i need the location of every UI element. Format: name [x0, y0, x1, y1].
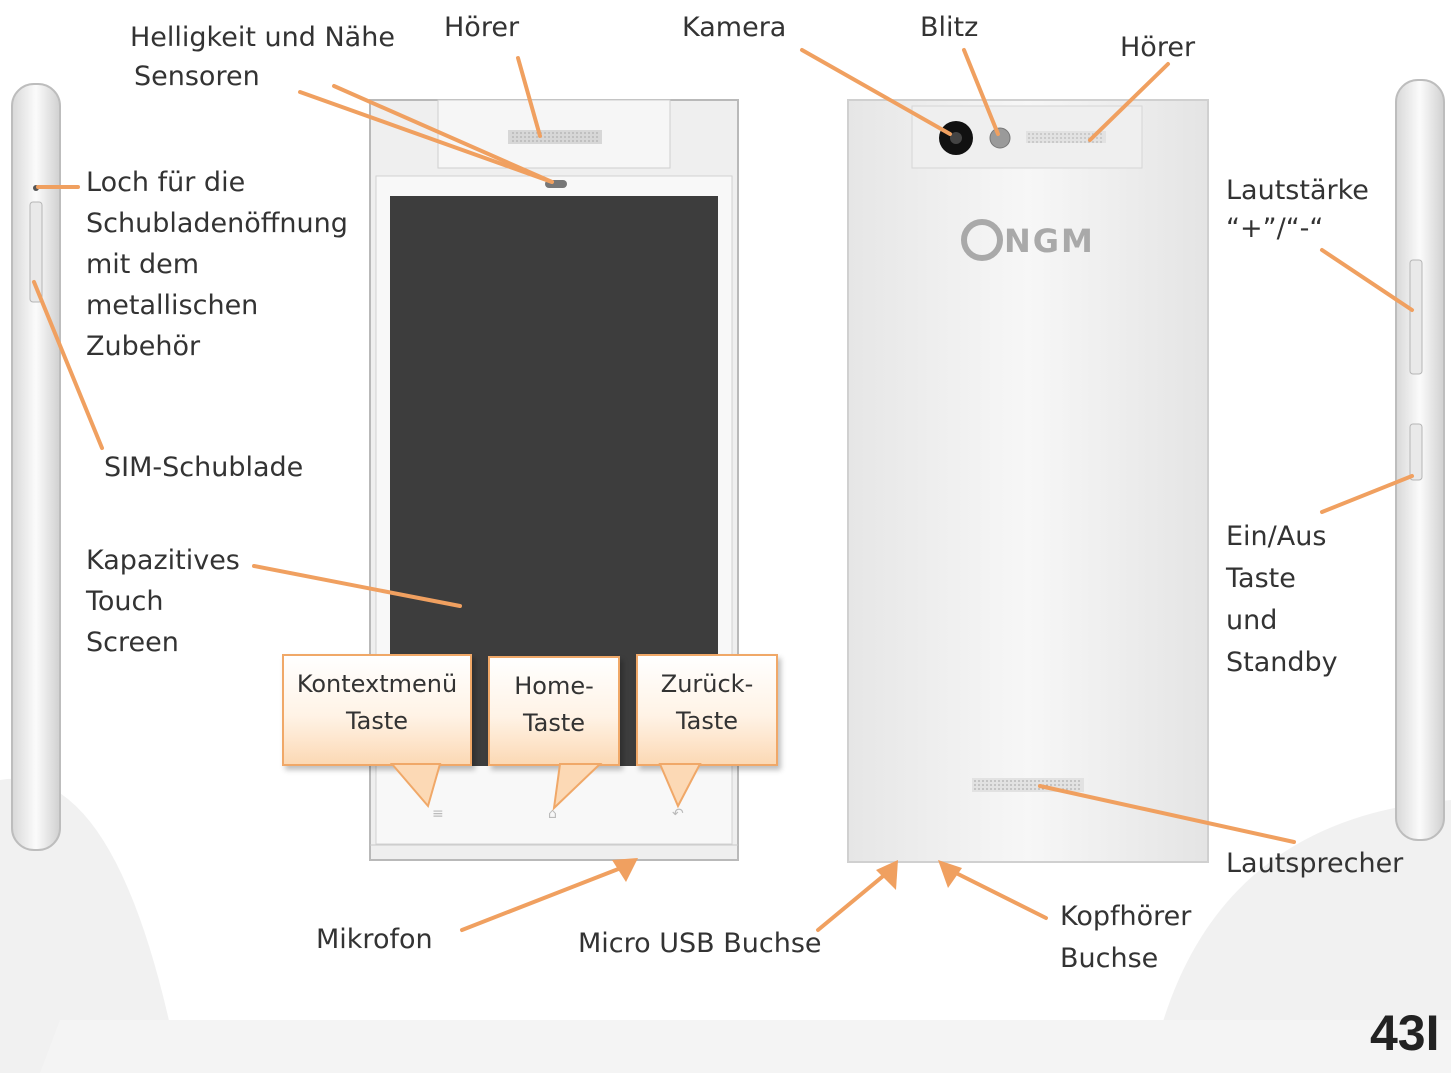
leader-lines — [32, 48, 1414, 932]
svg-text:≡: ≡ — [432, 806, 444, 822]
page-number: 43I — [1370, 1005, 1440, 1061]
svg-text:⌂: ⌂ — [548, 806, 557, 822]
ngm-logo: NGM — [961, 219, 1095, 261]
label-lautsprecher: Lautsprecher — [1226, 848, 1404, 879]
bubble-kontextmenue-taste: Kontextmenü Taste — [282, 654, 472, 766]
label-lautstaerke: Lautstärke “+”/“-“ — [1226, 175, 1369, 244]
label-loch-schubladenoeffnung: Loch für die Schubladenöffnung mit dem m… — [86, 167, 348, 362]
svg-text:↶: ↶ — [672, 806, 684, 822]
svg-text:NGM: NGM — [1004, 222, 1095, 260]
arrow-heads — [612, 858, 962, 890]
label-hoerer-back: Hörer — [1120, 32, 1196, 63]
bubble-zurueck-taste: Zurück- Taste — [636, 654, 778, 766]
label-kamera: Kamera — [682, 12, 787, 43]
bubble-home-taste: Home- Taste — [488, 656, 620, 766]
phone-left-side-view — [11, 83, 61, 851]
label-sim-schublade: SIM-Schublade — [104, 452, 304, 483]
label-kopfhoerer-buchse: Kopfhörer Buchse — [1060, 901, 1192, 974]
background-swoosh — [0, 778, 1451, 1073]
label-blitz: Blitz — [920, 12, 979, 43]
label-mikrofon: Mikrofon — [316, 924, 433, 955]
label-helligkeit-sensoren: Helligkeit und Nähe Sensoren — [130, 22, 395, 93]
label-hoerer-front: Hörer — [444, 12, 520, 43]
label-ein-aus-taste: Ein/Aus Taste und Standby — [1226, 521, 1338, 678]
phone-back-view — [847, 99, 1209, 863]
label-kapazitives-touch-screen: Kapazitives Touch Screen — [86, 545, 240, 658]
phone-right-side-view — [1395, 79, 1445, 841]
label-micro-usb-buchse: Micro USB Buchse — [578, 928, 822, 959]
